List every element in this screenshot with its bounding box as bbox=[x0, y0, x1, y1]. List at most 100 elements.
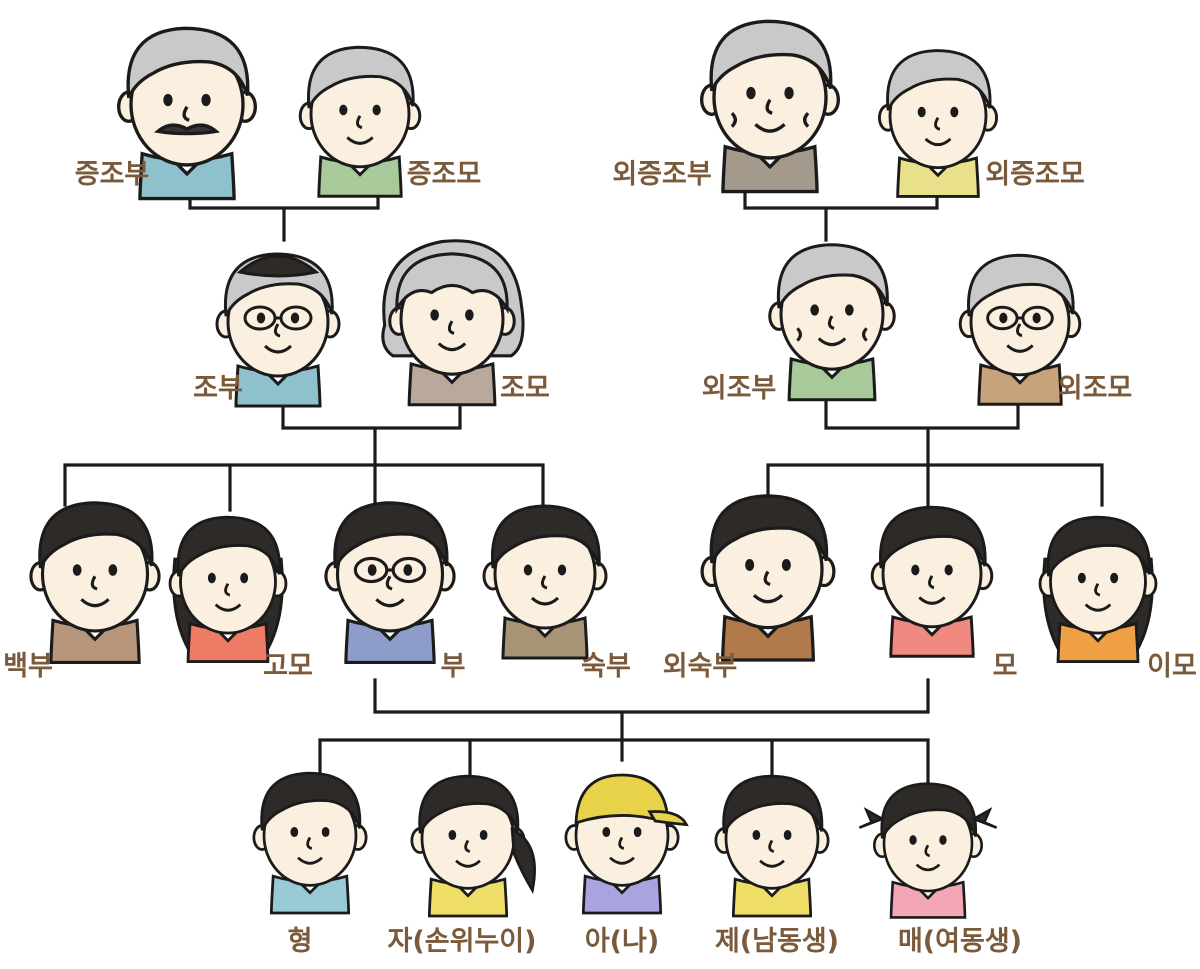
nose bbox=[385, 575, 393, 591]
mouth bbox=[752, 594, 784, 604]
label-uncle-younger: 숙부 bbox=[581, 651, 631, 682]
person-uncle-younger bbox=[482, 504, 608, 660]
person-maternal-grandfather bbox=[768, 243, 896, 402]
cap-brim bbox=[647, 810, 689, 827]
person-elder-sister bbox=[410, 774, 536, 918]
wrinkles bbox=[796, 327, 868, 342]
eye bbox=[633, 826, 642, 838]
eye bbox=[783, 829, 792, 841]
hair-top bbox=[418, 774, 520, 834]
hair-top bbox=[776, 243, 889, 309]
eye bbox=[939, 835, 947, 845]
eye bbox=[810, 304, 819, 316]
person-mother bbox=[870, 505, 994, 658]
mouth bbox=[817, 337, 847, 347]
eye bbox=[321, 826, 330, 838]
eye bbox=[256, 312, 266, 324]
mouth bbox=[609, 856, 635, 865]
connector-children bbox=[318, 738, 930, 787]
eye bbox=[557, 564, 567, 576]
eye bbox=[290, 312, 300, 324]
person-self bbox=[564, 773, 689, 915]
person-paternal-great-grandfather bbox=[116, 26, 258, 201]
person-younger-brother bbox=[714, 774, 830, 918]
pigtails bbox=[858, 807, 998, 829]
eye bbox=[781, 559, 791, 571]
eye bbox=[784, 86, 794, 100]
person-paternal-grandfather bbox=[215, 252, 341, 408]
person-maternal-great-grandfather bbox=[699, 19, 841, 194]
nose bbox=[827, 315, 835, 330]
person-paternal-great-grandmother bbox=[298, 45, 422, 198]
person-paternal-grandmother bbox=[381, 239, 525, 407]
connector-paternal-siblings bbox=[63, 463, 545, 512]
nose bbox=[356, 115, 363, 130]
nose bbox=[182, 105, 190, 122]
person-younger-sister bbox=[858, 782, 998, 919]
nose bbox=[447, 320, 455, 335]
eye bbox=[523, 564, 533, 576]
mouth bbox=[530, 596, 560, 606]
ponytail bbox=[510, 827, 536, 894]
eye bbox=[950, 106, 959, 118]
mouth bbox=[80, 598, 110, 608]
label-paternal-great-grandfather: 증조부 bbox=[75, 159, 150, 190]
nose bbox=[928, 575, 935, 590]
mouth bbox=[754, 123, 786, 133]
eye bbox=[1032, 312, 1041, 324]
mouth bbox=[1084, 603, 1112, 612]
nose bbox=[540, 575, 548, 590]
hair-top bbox=[307, 45, 415, 109]
label-aunt-paternal: 고모 bbox=[263, 651, 313, 682]
mouth bbox=[759, 859, 785, 868]
person-maternal-grandmother bbox=[958, 253, 1082, 406]
nose bbox=[618, 836, 625, 850]
mouth bbox=[918, 596, 946, 605]
hair-top bbox=[722, 774, 824, 834]
eye bbox=[163, 93, 173, 107]
label-maternal-grandmother: 외조모 bbox=[1058, 373, 1133, 404]
label-aunt-maternal: 이모 bbox=[1147, 651, 1197, 682]
person-maternal-great-grandmother bbox=[877, 49, 999, 198]
eye bbox=[752, 829, 761, 841]
hair-top bbox=[709, 494, 829, 564]
label-paternal-grandmother: 조모 bbox=[500, 373, 550, 404]
nose bbox=[924, 844, 931, 858]
nose bbox=[90, 575, 98, 591]
person-aunt-maternal bbox=[1038, 515, 1158, 664]
eye bbox=[1110, 572, 1119, 584]
people-group bbox=[29, 19, 1158, 919]
wrinkles bbox=[730, 111, 810, 128]
label-maternal-great-grandmother: 외증조모 bbox=[985, 159, 1084, 190]
eye bbox=[448, 829, 457, 841]
mouth bbox=[214, 603, 242, 612]
eye bbox=[602, 826, 611, 838]
hair-top bbox=[880, 782, 977, 839]
nose bbox=[934, 117, 941, 131]
eye bbox=[290, 826, 299, 838]
person-father bbox=[324, 501, 456, 664]
hair-top bbox=[260, 771, 362, 831]
eye bbox=[1077, 572, 1086, 584]
label-mother: 모 bbox=[993, 651, 1018, 682]
eye bbox=[479, 829, 488, 841]
hair-top bbox=[709, 19, 833, 92]
hair-top bbox=[886, 49, 992, 111]
label-paternal-grandfather: 조부 bbox=[193, 373, 243, 404]
hair-top bbox=[395, 252, 509, 315]
hair-top bbox=[967, 253, 1075, 317]
hair-top bbox=[879, 505, 987, 569]
hair-top bbox=[333, 501, 449, 569]
mouth bbox=[1006, 344, 1034, 353]
nose bbox=[763, 570, 771, 587]
nose bbox=[464, 839, 471, 853]
nose bbox=[306, 836, 313, 850]
connector-grandparents-paternal bbox=[281, 395, 462, 467]
eye bbox=[430, 309, 439, 321]
hair-top bbox=[38, 501, 154, 569]
connector-lines bbox=[63, 181, 1104, 787]
eye bbox=[207, 572, 216, 584]
person-uncle-elder bbox=[29, 501, 161, 664]
